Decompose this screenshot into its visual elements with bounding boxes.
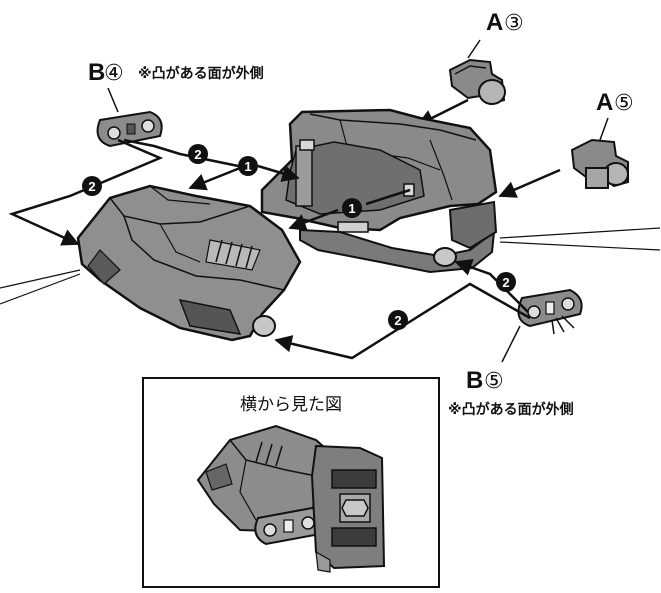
- label-a3-letter: A: [486, 9, 503, 36]
- label-a5-number: ⑤: [614, 91, 634, 116]
- leader-left-1: [0, 269, 81, 289]
- svg-text:2: 2: [194, 147, 201, 162]
- leader-right-2: [499, 241, 661, 251]
- step-badge-1b: 1: [342, 198, 362, 218]
- part-a3: [448, 58, 506, 106]
- label-b4-number: ④: [104, 61, 124, 86]
- part-front-cover: [76, 184, 302, 342]
- leader-a3: [467, 39, 481, 59]
- step2-paths: [8, 138, 531, 360]
- step-badge-2b: 2: [82, 176, 102, 196]
- step-badge-2d: 2: [388, 310, 408, 330]
- part-main-body: [260, 108, 498, 274]
- svg-text:1: 1: [348, 201, 355, 216]
- inset-side-view: 横から見た図: [142, 377, 440, 588]
- note-b5: ※凸がある面が外側: [448, 401, 574, 418]
- step-badge-2c: 2: [496, 272, 516, 292]
- label-a5-letter: A: [596, 89, 613, 116]
- step-badge-2a: 2: [188, 144, 208, 164]
- svg-text:2: 2: [88, 179, 95, 194]
- arrow-a5: [498, 168, 561, 198]
- leader-right-1: [499, 227, 661, 239]
- svg-text:2: 2: [394, 313, 401, 328]
- inset-title: 横から見た図: [240, 395, 342, 415]
- label-a3-number: ③: [504, 11, 524, 36]
- leader-a5: [599, 117, 609, 141]
- step-badge-1a: 1: [238, 156, 258, 176]
- leader-b4: [107, 87, 119, 113]
- label-b5-number: ⑤: [484, 369, 504, 394]
- part-a5: [570, 138, 629, 189]
- leader-left-2: [0, 273, 81, 305]
- svg-text:1: 1: [244, 159, 251, 174]
- label-b4-letter: B: [88, 59, 105, 86]
- step1-paths: [188, 164, 411, 231]
- label-b5-letter: B: [466, 367, 483, 394]
- part-b4: [96, 110, 163, 148]
- leader-b5: [501, 325, 521, 363]
- svg-text:2: 2: [502, 275, 509, 290]
- note-b4: ※凸がある面が外側: [138, 65, 264, 82]
